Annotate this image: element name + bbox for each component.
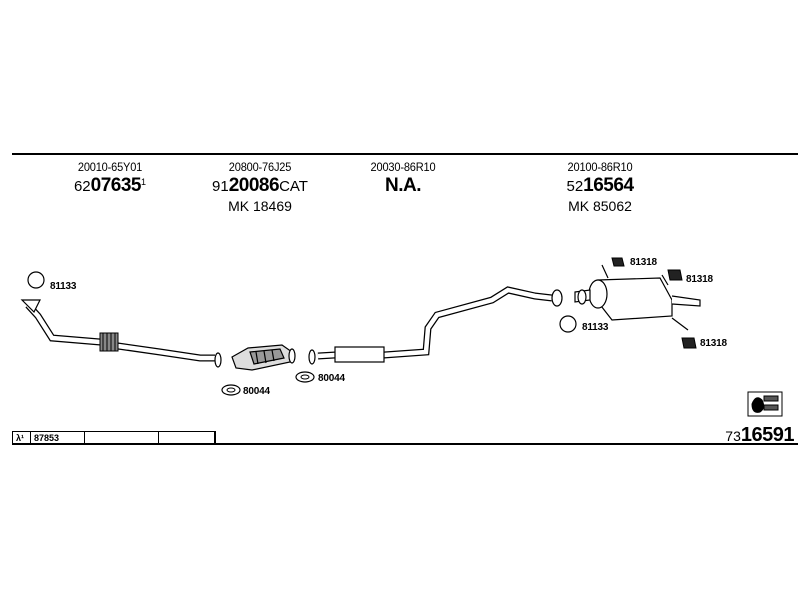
column-rear-silencer: 20100-86R10 5216564 MK 85062: [545, 160, 655, 214]
lambda-symbol: λ¹: [13, 432, 31, 444]
callout-hanger: 81318: [686, 274, 713, 285]
empty-cell: [159, 432, 215, 444]
oem-number: 20100-86R10: [567, 160, 633, 174]
rubber-hanger-icon: [681, 337, 697, 349]
column-catalyst: 20800-76J25 9120086CAT MK 18469: [195, 160, 325, 214]
part-number: 9120086CAT: [212, 175, 308, 196]
rubber-hanger-icon: [667, 269, 683, 281]
callout-hanger: 81318: [630, 257, 657, 268]
rear-silencer: [574, 264, 701, 331]
sensor-code: 87853: [31, 432, 85, 444]
callout-gasket: 80044: [318, 373, 345, 384]
callout-hanger: 81318: [700, 338, 727, 349]
seal-ring-icon: [559, 315, 577, 333]
callout-seal-ring: 81133: [50, 281, 77, 292]
oem-number: 20030-86R10: [370, 160, 436, 174]
oem-number: 20010-65Y01: [77, 160, 143, 174]
column-middle-silencer: 20030-86R10 N.A.: [348, 160, 458, 197]
column-front-pipe: 20010-65Y01 62076351: [55, 160, 165, 197]
front-pipe: [20, 299, 222, 368]
callout-gasket: 80044: [243, 386, 270, 397]
mounting-kit-ref: MK 85062: [568, 198, 632, 214]
part-number: N.A.: [385, 175, 422, 196]
bottom-rule: [12, 443, 798, 445]
part-number: 62076351: [73, 175, 147, 196]
reference-table: λ¹ 87853: [12, 431, 216, 444]
part-number: 5216564: [566, 175, 634, 196]
catalytic-converter: [231, 344, 296, 371]
mounting-kit-ref: MK 18469: [228, 198, 292, 214]
catalog-logo-icon: [747, 391, 783, 417]
callout-seal-ring: 81133: [582, 322, 609, 333]
kit-number: 7316591: [725, 424, 794, 446]
seal-ring-icon: [27, 271, 45, 289]
oem-number: 20800-76J25: [228, 160, 292, 174]
middle-silencer: [308, 286, 563, 365]
rubber-hanger-icon: [611, 257, 625, 267]
top-rule: [12, 153, 798, 155]
empty-cell: [85, 432, 159, 444]
